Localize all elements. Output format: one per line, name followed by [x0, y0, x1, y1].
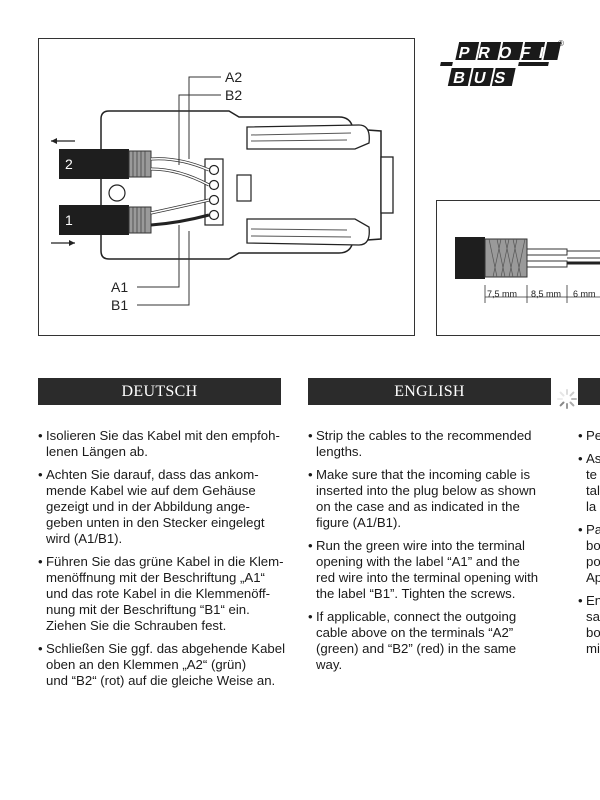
screw-hole [108, 184, 126, 202]
list-item: Run the green wire into the terminalopen… [308, 538, 568, 602]
header-deutsch: DEUTSCH [38, 378, 281, 405]
list-item: Führen Sie das grüne Kabel in die Klem-m… [38, 554, 298, 634]
logo-registered: ® [558, 39, 564, 48]
list-item: Schließen Sie ggf. das abgehende Kabelob… [38, 641, 298, 689]
label-b1: B1 [111, 297, 128, 313]
label-b2: B2 [225, 87, 242, 103]
dim-3: 6 mm [573, 289, 596, 299]
terminal-block [204, 158, 224, 226]
header-english: ENGLISH [308, 378, 551, 405]
cable-jacket [455, 237, 485, 279]
third-column: PeAstetallaPabopoApEnsalbomi [578, 428, 600, 664]
cable-1 [59, 205, 129, 235]
cable-2-label: 2 [65, 156, 73, 172]
loading-spinner-icon [557, 389, 577, 409]
connector-diagram: 2 1 A2 B2 A1 B1 [51, 69, 394, 313]
label-a2: A2 [225, 69, 242, 85]
dsub-end [380, 156, 394, 214]
top-slot [246, 124, 370, 150]
dim-1: 7,5 mm [487, 289, 517, 299]
list-item: Make sure that the incoming cable isinse… [308, 467, 568, 531]
list-item: Isolieren Sie das Kabel mit den empfoh-l… [38, 428, 298, 460]
strip-diagram: 7,5 mm 8,5 mm 6 mm [455, 237, 600, 303]
logo-bus: BUS [452, 69, 517, 87]
cable-2-shield [128, 150, 152, 178]
center-window [236, 174, 252, 202]
strip-length-figure: 7,5 mm 8,5 mm 6 mm [436, 200, 600, 336]
cable-2 [59, 149, 129, 179]
list-item: Pe [578, 428, 600, 444]
list-item: Achten Sie darauf, dass das ankom-mende … [38, 467, 298, 547]
english-list: Strip the cables to the recommendedlengt… [308, 428, 568, 673]
deutsch-column: Isolieren Sie das Kabel mit den empfoh-l… [38, 428, 298, 696]
cable-1-shield [128, 206, 152, 234]
connector-figure: 2 1 A2 B2 A1 B1 [38, 38, 415, 336]
list-item: If applicable, connect the outgoingcable… [308, 609, 568, 673]
english-column: Strip the cables to the recommendedlengt… [308, 428, 568, 680]
header-third [578, 378, 600, 405]
label-a1: A1 [111, 279, 128, 295]
bottom-slot [246, 218, 370, 246]
logo-profi: PROFI [457, 44, 555, 62]
profibus-logo: PROFI BUS ® [440, 39, 564, 87]
list-item: Strip the cables to the recommendedlengt… [308, 428, 568, 460]
third-list: PeAstetallaPabopoApEnsalbomi [578, 428, 600, 657]
dim-2: 8,5 mm [531, 289, 561, 299]
cable-1-label: 1 [65, 212, 73, 228]
list-item: Ensalbomi [578, 593, 600, 657]
deutsch-list: Isolieren Sie das Kabel mit den empfoh-l… [38, 428, 298, 689]
